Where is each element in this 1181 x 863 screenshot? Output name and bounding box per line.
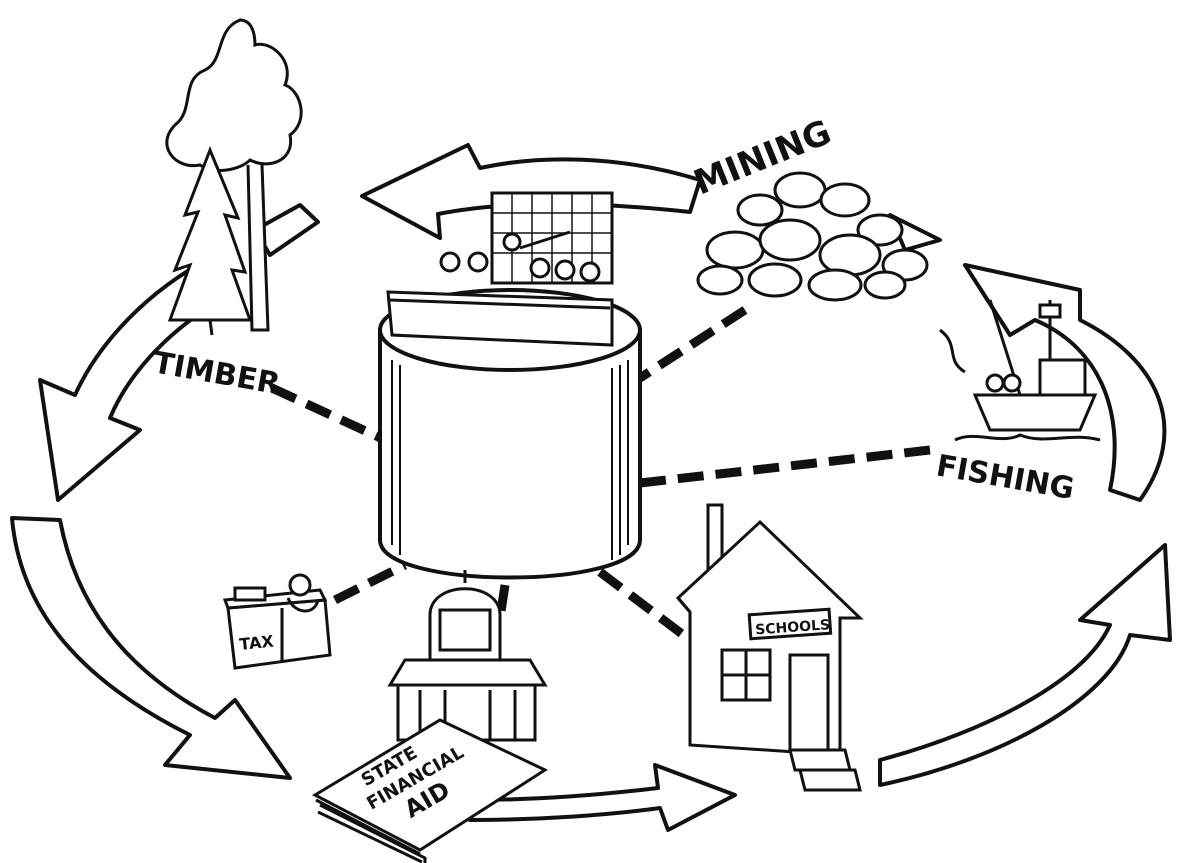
connector-mining <box>640 310 745 378</box>
connector-fishing <box>640 450 930 483</box>
fishing-label: FISHING <box>934 448 1077 507</box>
tax-desk-icon <box>225 575 330 668</box>
connector-timber <box>272 388 385 440</box>
arrow-lower-right <box>880 545 1170 785</box>
capitol-building-icon <box>390 570 545 740</box>
connector-schools <box>600 572 690 640</box>
mining-rocks-icon <box>698 173 927 300</box>
tax-label: TAX <box>238 631 275 654</box>
timber-label: TIMBER <box>151 345 283 402</box>
timber-trees-icon <box>167 20 301 335</box>
connector-tax <box>335 565 405 600</box>
schoolhouse-icon <box>678 505 860 790</box>
